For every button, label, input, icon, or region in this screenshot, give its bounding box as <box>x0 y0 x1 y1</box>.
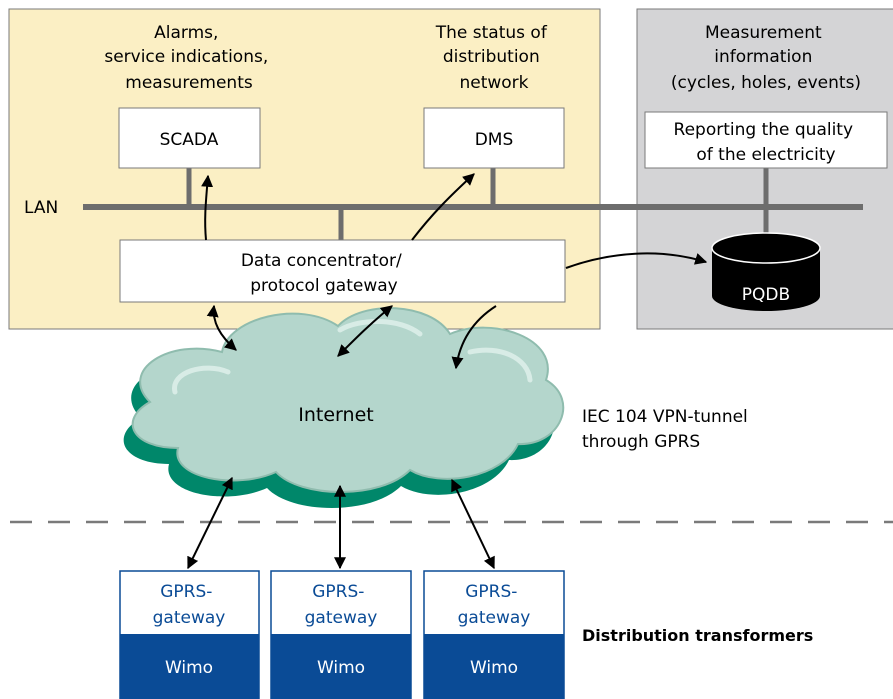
concentrator-box: Data concentrator/ protocol gateway <box>119 239 566 303</box>
wimo-label: Wimo <box>470 658 518 678</box>
arrow-cloud-gateway-3 <box>451 478 495 570</box>
scada-box: SCADA <box>118 107 261 169</box>
arrow-cloud-gateway-1 <box>187 476 233 570</box>
arrow-concentrator-cloud-mid <box>337 305 393 357</box>
gprs-gateway-label: GPRS- gateway <box>153 582 226 628</box>
wimo-label: Wimo <box>165 658 213 678</box>
distribution-transformers-label: Distribution transformers <box>582 626 813 645</box>
gprs-gateway-label: GPRS- gateway <box>458 582 531 628</box>
measurement-info-label: Measurement information (cycles, holes, … <box>671 23 861 93</box>
wimo-label: Wimo <box>317 658 365 678</box>
gateway-unit-1: GPRS- gateway Wimo <box>119 570 260 699</box>
gateway-unit-2: GPRS- gateway Wimo <box>270 570 412 699</box>
dms-box: DMS <box>423 107 565 169</box>
gprs-gateway-label: GPRS- gateway <box>305 582 378 628</box>
scada-label: SCADA <box>160 130 219 150</box>
arrow-concentrator-cloud-right <box>451 305 497 370</box>
reporting-label: Reporting the quality of the electricity <box>674 120 859 165</box>
arrow-concentrator-to-scada <box>201 174 214 241</box>
lan-label: LAN <box>24 198 58 218</box>
arrow-concentrator-cloud-left <box>206 304 237 351</box>
reporting-box: Reporting the quality of the electricity <box>644 111 888 169</box>
arrow-concentrator-to-dms <box>411 173 475 241</box>
status-label: The status of distribution network <box>435 23 552 93</box>
internet-cloud: Internet <box>123 307 565 508</box>
pqdb-database: PQDB <box>711 232 821 311</box>
arrow-concentrator-to-pqdb <box>565 252 708 269</box>
dms-label: DMS <box>475 130 514 150</box>
vpn-label: IEC 104 VPN-tunnel through GPRS <box>582 407 753 452</box>
gateway-unit-3: GPRS- gateway Wimo <box>423 570 565 699</box>
pqdb-label: PQDB <box>742 285 790 305</box>
concentrator-label: Data concentrator/ protocol gateway <box>241 251 407 296</box>
alarms-label: Alarms, service indications, measurement… <box>104 23 273 93</box>
internet-label: Internet <box>298 404 373 426</box>
